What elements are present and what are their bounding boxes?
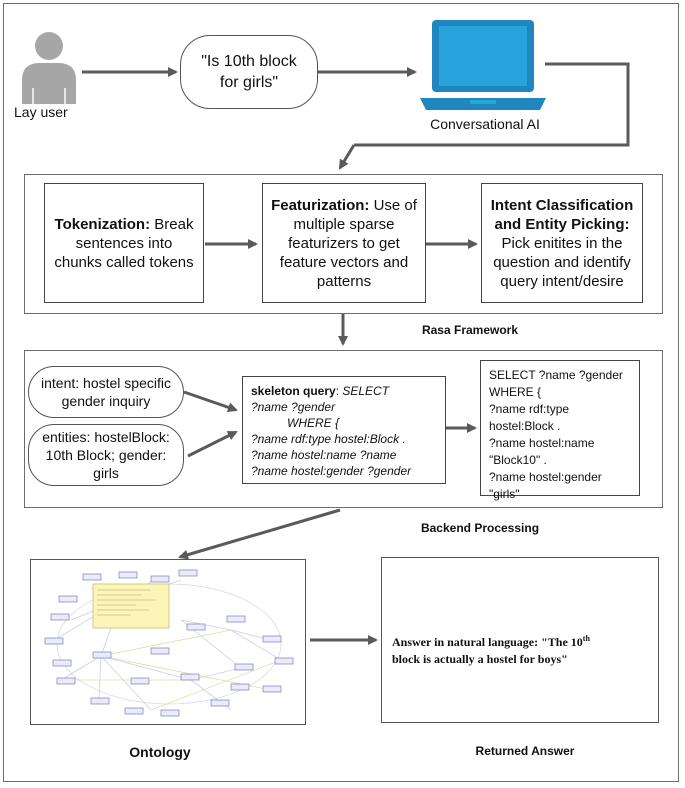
- answer-suffix: block is actually a hostel for boys": [392, 652, 568, 666]
- skeleton-line3: WHERE {: [287, 416, 340, 430]
- sparql-line7: ?name hostel:gender: [489, 470, 602, 484]
- rasa-caption: Rasa Framework: [421, 323, 519, 337]
- skeleton-query-box: skeleton query: SELECT ?name ?gender WHE…: [242, 376, 446, 484]
- ontology-caption: Ontology: [129, 744, 191, 760]
- sparql-line5: ?name hostel:name: [489, 436, 595, 450]
- question-bubble: "Is 10th block for girls": [180, 35, 318, 109]
- ontology-box: [30, 559, 306, 725]
- answer-sup: th: [582, 634, 590, 643]
- answer-box: Answer in natural language: "The 10th bl…: [381, 557, 659, 723]
- sparql-line1: SELECT ?name ?gender: [489, 368, 623, 382]
- skeleton-line5: ?name hostel:name ?name: [251, 448, 397, 462]
- featurization-body: Use of multiple sparse featurizers to ge…: [279, 196, 417, 290]
- sparql-line3: ?name rdf:type: [489, 402, 570, 416]
- user-icon: [22, 32, 76, 104]
- skeleton-line6: ?name hostel:gender ?gender: [251, 464, 412, 478]
- rasa-section: [24, 174, 663, 314]
- intent-pill-text: intent: hostel specific gender inquiry: [41, 375, 171, 409]
- tokenization-title: Tokenization:: [54, 215, 151, 233]
- sparql-line2: WHERE {: [489, 385, 542, 399]
- backend-section: [24, 350, 663, 508]
- sparql-line4: hostel:Block .: [489, 419, 561, 433]
- user-label: Lay user: [14, 104, 68, 120]
- laptop-icon: [420, 20, 546, 110]
- intent-box: Intent Classification and Entity Picking…: [481, 183, 643, 303]
- intent-pill: intent: hostel specific gender inquiry: [28, 366, 184, 418]
- figure-frame: [3, 3, 679, 782]
- skeleton-line2: ?name ?gender: [251, 400, 336, 414]
- intent-body: Pick enitites in the question and identi…: [493, 234, 631, 290]
- sparql-line6: "Block10" .: [489, 453, 547, 467]
- sparql-line8: "girls": [489, 487, 520, 501]
- tokenization-box: Tokenization: Break sentences into chunk…: [44, 183, 204, 303]
- ontology-graph: [44, 569, 294, 717]
- ai-label: Conversational AI: [430, 116, 540, 132]
- entities-pill: entities: hostelBlock: 10th Block; gende…: [28, 424, 184, 486]
- featurization-title: Featurization:: [271, 196, 370, 214]
- answer-prefix: Answer in natural language: "The 10: [392, 635, 583, 649]
- skeleton-line1: SELECT: [342, 384, 390, 398]
- skeleton-line4: ?name rdf:type hostel:Block .: [251, 432, 406, 446]
- featurization-box: Featurization: Use of multiple sparse fe…: [262, 183, 426, 303]
- entities-pill-text: entities: hostelBlock: 10th Block; gende…: [42, 429, 170, 481]
- intent-title: Intent Classification and Entity Picking…: [490, 196, 634, 233]
- backend-caption: Backend Processing: [420, 521, 540, 535]
- tokenization-body: Break sentences into chunks called token…: [54, 215, 194, 271]
- sparql-query-box: SELECT ?name ?gender WHERE { ?name rdf:t…: [480, 360, 640, 501]
- question-text: "Is 10th block for girls": [201, 53, 297, 91]
- skeleton-label: skeleton query: [251, 384, 336, 398]
- answer-text: Answer in natural language: "The 10th bl…: [392, 630, 654, 668]
- answer-caption: Returned Answer: [475, 744, 575, 758]
